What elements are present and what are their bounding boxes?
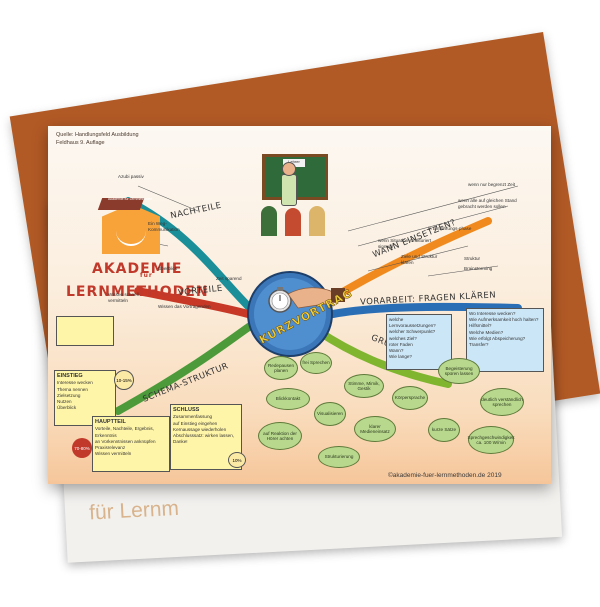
schluss-title: SCHLUSS <box>173 407 200 413</box>
vorarbeit-left-1: welche Lernvoraussetzungen? <box>389 317 436 329</box>
vorarbeit-note-2: Struktur <box>464 256 481 261</box>
source-line-1: Quelle: Handlungsfeld Ausbildung <box>56 132 139 138</box>
student-2 <box>285 208 301 236</box>
nachteile-note-2: Ein Weg-Kommunikation <box>148 221 180 233</box>
hauptteil-box: HAUPTTEIL Vorteile, Nachteile, Ergebnis,… <box>92 416 170 472</box>
mindmap-card: Quelle: Handlungsfeld Ausbildung Feldhau… <box>48 126 551 484</box>
tip-5: Visualisieren <box>314 402 346 426</box>
student-1 <box>261 206 277 236</box>
hauptteil-item-4: Wissen vermitteln <box>95 451 132 457</box>
chalkboard-label: Lehrer <box>283 159 305 167</box>
vorarbeit-left-2: welcher Schwerpunkt? <box>389 329 436 335</box>
hauptteil-title: HAUPTTEIL <box>95 419 126 425</box>
schluss-item-1: Zusammenfassung <box>173 414 213 420</box>
wann-note-2: wenn alle auf gleichen Stand gebracht we… <box>458 198 517 210</box>
vorarbeit-right-1: Wo Interesse wecken? <box>469 311 516 316</box>
vorteile-note-2: Wissen schnell vermitteln <box>108 292 139 304</box>
einstieg-item-2: Thema nennen <box>57 386 88 392</box>
brand-line-2: LERNMETHODEN <box>66 284 209 300</box>
schluss-item-2: auf Einstieg eingehen <box>173 420 218 426</box>
vorarbeit-right-5: Wie erfolgt Abspeicherung? <box>469 335 526 341</box>
einstieg-item-3: Zielsetzung <box>57 392 81 398</box>
vorarbeit-left-6: Wie lange? <box>389 354 412 360</box>
tip-8: deutlich verständlich sprechen <box>480 388 524 416</box>
nachteile-note-1: Azubi passiv <box>118 174 144 179</box>
hauptteil-item-3: Praxisrelevanz <box>95 444 126 450</box>
hauptteil-item-2: an Vorkenntnissen anknüpfen <box>95 438 156 444</box>
brand-line-1: AKADEMIE <box>92 261 183 277</box>
smile-icon <box>116 222 146 246</box>
hauptteil-time: 70-80% <box>72 438 92 458</box>
tip-6: Körpersprache <box>392 386 428 410</box>
einstieg-item-5: Überblick <box>57 405 77 411</box>
vorarbeit-left-3: welches Ziel? <box>389 335 417 341</box>
vorarbeit-right-6: Transfer? <box>469 341 489 347</box>
wann-note-1: wenn nur begrenzt Zeit <box>468 182 515 187</box>
schluss-time: 10% <box>228 452 246 468</box>
hauptteil-item-1: Vorteile, Nachteile, Ergebnis, Erkenntni… <box>95 426 154 438</box>
wann-note-3: in Einführungs-phase <box>428 226 472 231</box>
vorarbeit-right-3: Hilfsmittel? <box>469 323 492 329</box>
ghost-text: für Lernm <box>88 496 180 525</box>
einstieg-item-1: Interesse wecken <box>57 380 93 386</box>
vorarbeit-left-5: Wann? <box>389 347 404 353</box>
tip-10: klarer Medieneinsatz <box>354 416 396 442</box>
tip-4: Blickkontakt <box>266 388 310 410</box>
vorarbeit-box-left: welche Lernvoraussetzungen? welcher Schw… <box>386 314 452 370</box>
schluss-item-3: Kernaussage wiederholen <box>173 426 227 432</box>
wann-note-4: wenn Situation strukturiert sinnvoll <box>378 238 432 250</box>
tip-13: Strukturierung <box>318 446 360 468</box>
vorarbeit-note-3: Brainstorming <box>464 266 493 271</box>
tip-9: auf Reaktion der Hörer achten <box>258 422 302 450</box>
tip-3: Stimme, Mimik, Gestik <box>344 374 384 398</box>
einstieg-time: 10-15% <box>114 370 134 390</box>
note-box-yellow <box>56 316 114 346</box>
einstieg-item-4: Nutzen <box>57 398 72 404</box>
schluss-item-4: Abschlusssatz: wirken lassen, Danke! <box>173 432 235 445</box>
source-line-2: Feldhaus 9. Auflage <box>56 140 105 146</box>
student-3 <box>309 206 325 236</box>
einstieg-title: EINSTIEG <box>57 373 83 379</box>
teacher-head <box>282 162 296 176</box>
teacher-figure <box>281 174 297 206</box>
mindmap-branches <box>107 185 522 415</box>
hat-text: Akademie für Lernmethoden <box>108 197 153 201</box>
copyright: ©akademie-fuer-lernmethoden.de 2019 <box>388 472 502 479</box>
vorarbeit-right-4: Welche Medien? <box>469 329 504 335</box>
vorarbeit-right-2: Wie Aufmerksamkeit hoch halten? <box>469 317 539 323</box>
vorteile-note-1: Überblick <box>158 266 178 271</box>
tip-12: Sprechgeschwindigkeit ca. 100 W/min <box>468 426 515 454</box>
vorarbeit-box-right: Wo Interesse wecken? Wie Aufmerksamkeit … <box>466 308 544 372</box>
tip-2: frei Sprechen <box>300 352 332 374</box>
vorteile-note-4: Zeit sparend <box>216 276 242 281</box>
vorarbeit-left-4: roter Faden <box>389 341 413 347</box>
vorteile-note-3: Wissen das Vortragenden <box>158 304 211 309</box>
tip-1: Redepausen planen <box>264 356 298 380</box>
brand-small: für <box>140 272 153 279</box>
vorarbeit-note-1: Ziele und Struktur klären <box>401 254 438 266</box>
tip-7: Begeisterung spüren lassen <box>438 358 480 384</box>
tip-11: kurze Sätze <box>428 418 460 442</box>
